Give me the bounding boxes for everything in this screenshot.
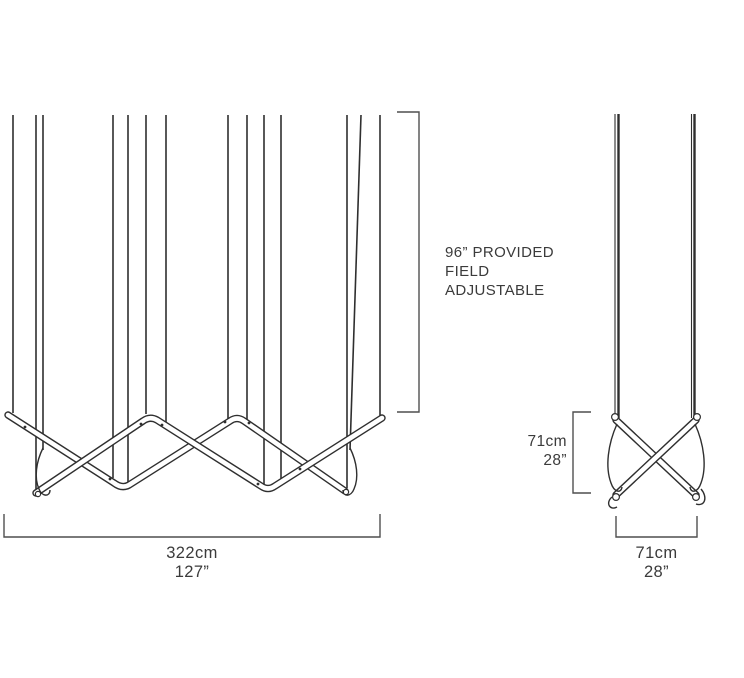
side-suspension-wires	[614, 114, 696, 418]
side-width-dimension: 71cm 28”	[616, 544, 697, 582]
suspension-note: 96” PROVIDED FIELD ADJUSTABLE	[445, 243, 575, 300]
side-width-cm: 71cm	[635, 544, 678, 562]
side-cord-hook-right	[695, 488, 706, 506]
dimension-bracket-suspension-height	[397, 111, 420, 413]
cord-plug-left	[34, 490, 42, 498]
front-suspension-wires	[12, 114, 381, 489]
front-width-cm: 322cm	[166, 544, 218, 562]
front-width-dimension: 322cm 127”	[4, 544, 380, 582]
side-cord-left	[607, 423, 623, 492]
dimension-bracket-front-width	[3, 514, 381, 538]
power-cord-loop-left	[35, 447, 51, 496]
cord-plug-right	[342, 488, 350, 496]
side-width-inches: 28”	[643, 563, 670, 581]
zigzag-tube-front	[32, 414, 386, 497]
side-height-cm: 71cm	[527, 433, 567, 450]
side-cord-hook-left	[607, 496, 618, 509]
tube-connector-nubs	[23, 420, 302, 486]
dimension-bracket-side-width	[615, 516, 698, 538]
dimension-bracket-side-height	[572, 411, 591, 494]
suspension-note-line3: ADJUSTABLE	[445, 282, 545, 299]
front-width-inches: 127”	[174, 563, 210, 581]
side-height-dimension: 71cm 28”	[490, 433, 567, 470]
suspension-cord	[349, 114, 362, 451]
side-view-drawing	[607, 114, 706, 509]
side-cord-right	[689, 423, 705, 492]
suspension-note-line2: FIELD	[445, 263, 490, 280]
zigzag-tube-back	[4, 411, 349, 495]
side-height-inches: 28”	[543, 451, 567, 469]
side-end-caps	[610, 413, 701, 502]
side-crossed-tubes	[612, 416, 700, 499]
front-view-drawing	[4, 114, 386, 498]
suspension-note-line1: 96” PROVIDED	[445, 244, 554, 261]
